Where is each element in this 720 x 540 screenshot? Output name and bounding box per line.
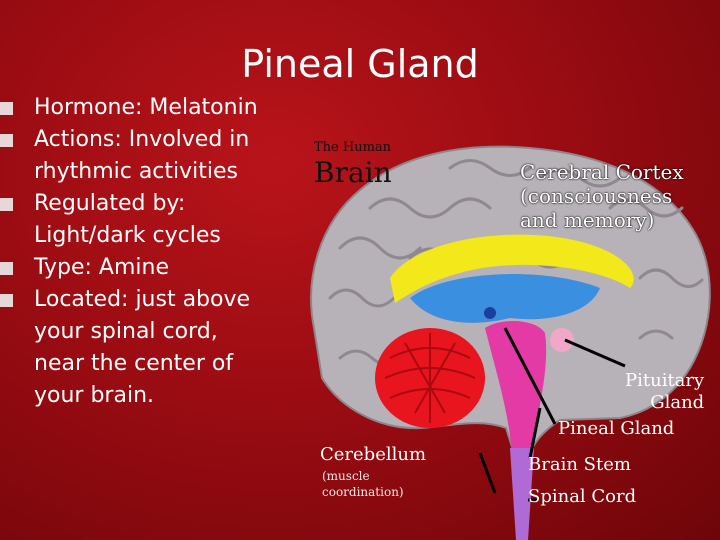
figure-heading-small: The Human bbox=[314, 140, 392, 155]
pituitary-label-line: Pituitary bbox=[625, 370, 705, 391]
square-bullet-icon bbox=[0, 294, 13, 307]
brain-illustration bbox=[310, 145, 711, 540]
cerebellum-sub-line: coordination) bbox=[322, 485, 404, 499]
square-bullet-icon bbox=[0, 102, 13, 115]
brainstem-label: Brain Stem bbox=[528, 454, 631, 475]
square-bullet-icon bbox=[0, 262, 13, 275]
bullet-list: Hormone: Melatonin Actions: Involved in … bbox=[0, 92, 300, 412]
spinal-cord-label: Spinal Cord bbox=[528, 486, 637, 507]
bullet-line: Type: Amine bbox=[34, 255, 170, 280]
pituitary-label-line: Gland bbox=[650, 392, 705, 413]
bullet-line: Hormone: Melatonin bbox=[34, 95, 258, 120]
bullet-line: rhythmic activities bbox=[34, 159, 239, 184]
bullet-line: Light/dark cycles bbox=[34, 223, 221, 248]
brain-diagram: The Human Brain Cerebral Cortex (conscio… bbox=[300, 128, 720, 540]
bullet-line: Located: just above bbox=[34, 287, 251, 312]
cerebellum-label: Cerebellum bbox=[320, 444, 427, 465]
bullet-located: Located: just above your spinal cord, ne… bbox=[0, 284, 300, 412]
cortex-label-line: Cerebral Cortex bbox=[520, 160, 684, 184]
slide-title-text: Pineal Gland bbox=[241, 42, 479, 86]
bullet-regulated: Regulated by: Light/dark cycles bbox=[0, 188, 300, 252]
square-bullet-icon bbox=[0, 198, 13, 211]
figure-heading-large: Brain bbox=[314, 156, 392, 189]
cerebellum-sub-line: (muscle bbox=[322, 469, 370, 483]
leader-lines bbox=[478, 327, 626, 502]
slide-title: Pineal Gland bbox=[0, 42, 720, 86]
pituitary-label: Pituitary Gland bbox=[625, 370, 704, 414]
brainstem-shape bbox=[485, 321, 547, 453]
cortex-label-line: (consciousness bbox=[520, 184, 673, 208]
bullet-line: your spinal cord, bbox=[34, 319, 218, 344]
bullet-actions: Actions: Involved in rhythmic activities bbox=[0, 124, 300, 188]
thalamus-shape bbox=[410, 274, 600, 323]
corpus-callosum-shape bbox=[390, 234, 634, 303]
cerebellum-shape bbox=[375, 328, 485, 428]
pituitary-shape bbox=[550, 328, 574, 352]
bullet-line: Actions: Involved in bbox=[34, 127, 250, 152]
cerebellum-sub-label: (muscle coordination) bbox=[322, 468, 404, 500]
spinal-cord-shape bbox=[510, 448, 534, 540]
bullet-line: near the center of bbox=[34, 351, 234, 376]
pineal-shape bbox=[484, 307, 496, 319]
square-bullet-icon bbox=[0, 134, 13, 147]
cortex-label: Cerebral Cortex (consciousness and memor… bbox=[520, 160, 684, 232]
pineal-label: Pineal Gland bbox=[558, 418, 675, 439]
bullet-line: your brain. bbox=[34, 383, 155, 408]
bullet-type: Type: Amine bbox=[0, 252, 300, 284]
bullet-hormone: Hormone: Melatonin bbox=[0, 92, 300, 124]
cortex-label-line: and memory) bbox=[520, 208, 655, 232]
bullet-line: Regulated by: bbox=[34, 191, 186, 216]
